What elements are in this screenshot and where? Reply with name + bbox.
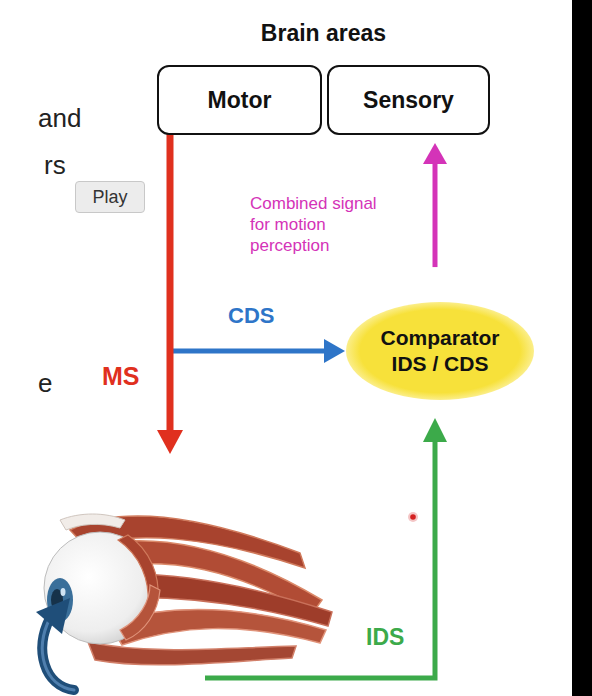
comparator-ellipse: Comparator IDS / CDS [345,301,535,401]
comparator-label: Comparator IDS / CDS [370,325,510,377]
motor-area-box: Motor [157,65,322,135]
rotation-arrow [36,598,74,690]
area-name: Sensory [363,87,454,114]
edge-strip [572,0,592,696]
cut-text: rs [44,150,66,181]
combined-signal-arrow [423,143,447,267]
diagram-title: Brain areas [157,20,490,47]
red-dot [410,514,416,520]
red-dot [408,512,418,522]
motor-signal-arrow [157,134,183,454]
signal-name: IDS [366,624,404,651]
button-label: Play [92,187,127,208]
play-button: Play [75,181,145,213]
eye-illustration [44,514,332,665]
cut-text: e [38,368,52,399]
cut-text: and [38,103,81,134]
sensory-area-box: Sensory [327,65,490,135]
ellipse-outline [345,301,535,401]
signal-name: CDS [228,302,298,329]
signal-name: MS [102,362,140,391]
edge-note: Combined signal for motion perception [250,193,390,256]
area-name: Motor [208,87,272,114]
afferent-signal-arrow [205,418,447,678]
